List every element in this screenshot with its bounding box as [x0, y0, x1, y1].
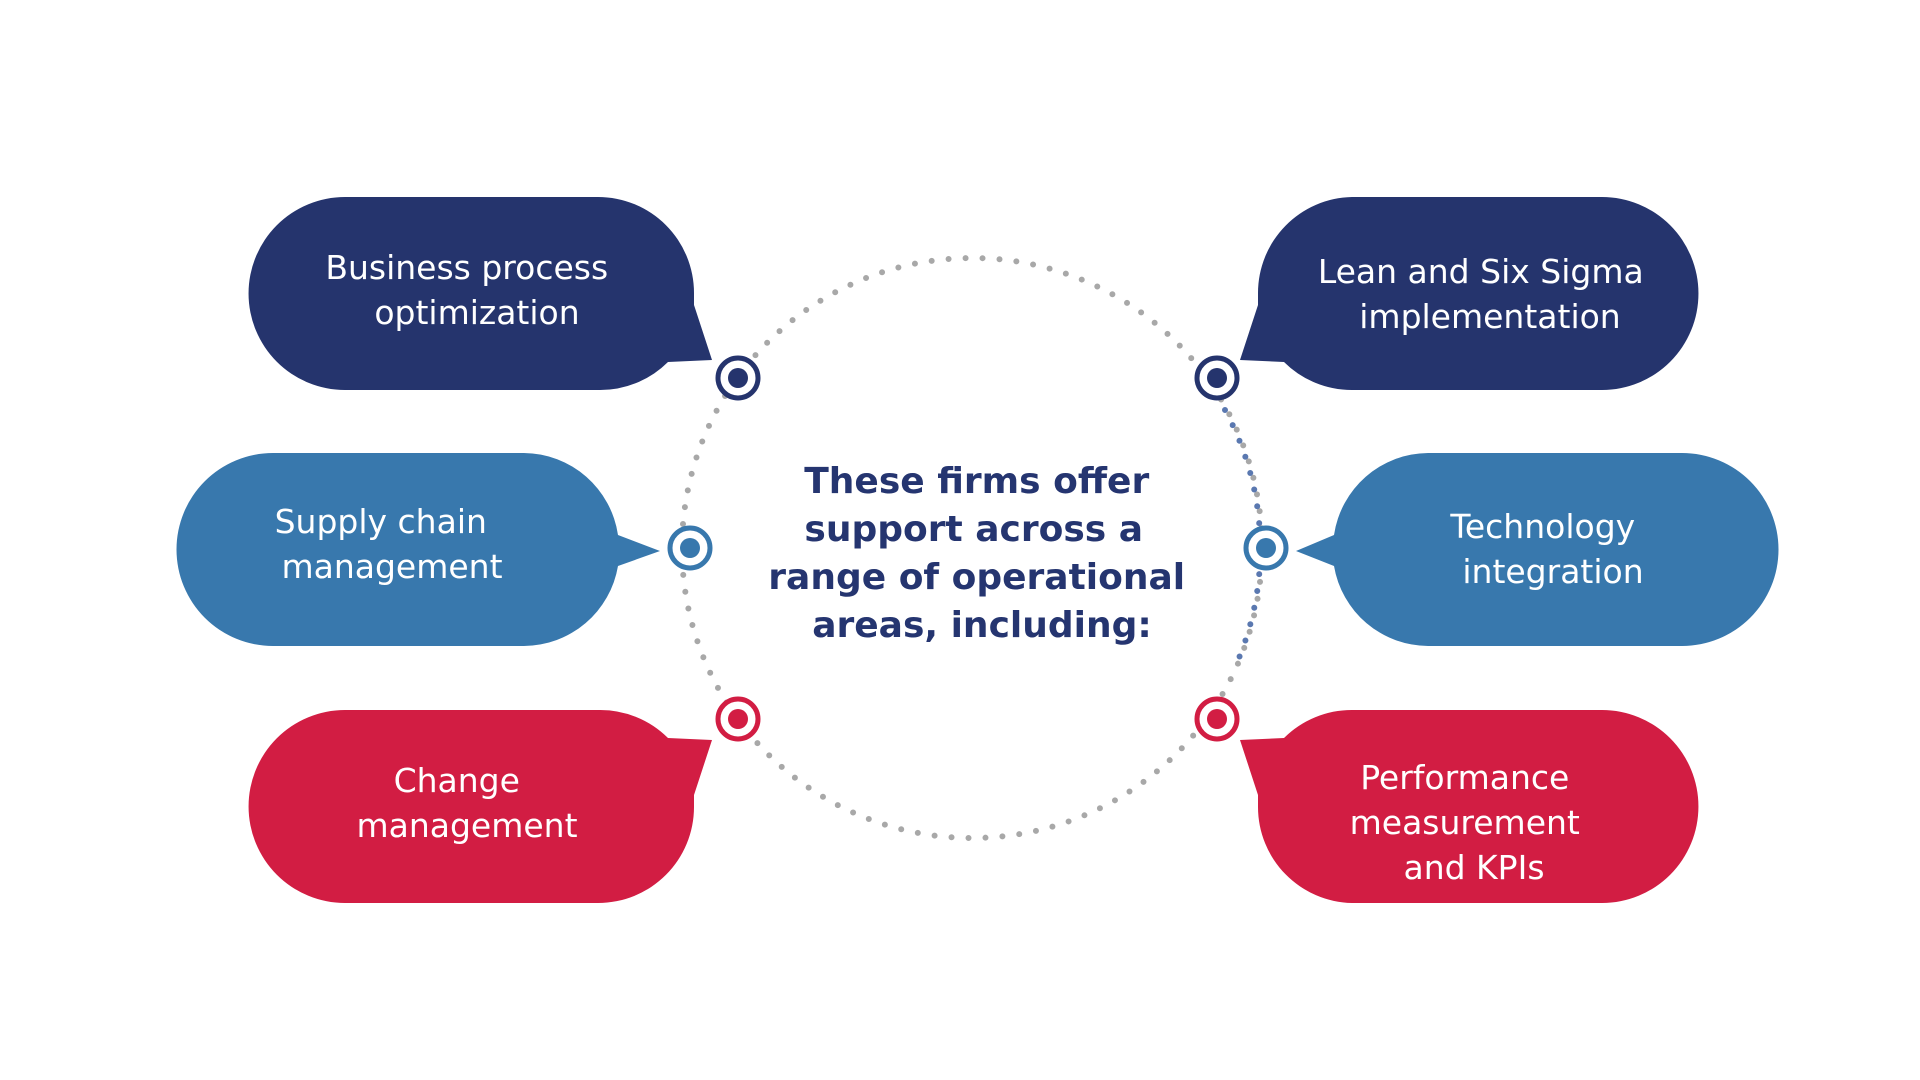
bubble-line: and KPIs: [1403, 848, 1544, 887]
bubble-line: optimization: [374, 293, 579, 332]
target-icon: [1194, 696, 1240, 742]
bubble-shape: [248, 197, 712, 391]
bubble-text: Technology integration: [1449, 507, 1645, 591]
center-line: range of operational: [768, 557, 1185, 598]
target-icon: [715, 696, 761, 742]
bubble-technology-integration: Technology integration: [1296, 453, 1779, 646]
bubble-change-management: Change management: [248, 709, 712, 903]
bubble-shape: [176, 453, 660, 646]
bubble-text: Business process optimization: [325, 248, 618, 332]
bubble-text: Change management: [356, 761, 577, 845]
bubble-performance-measurement: Performance measurement and KPIs: [1240, 709, 1699, 903]
bubble-shape: [1296, 453, 1779, 646]
target-icon: [1243, 525, 1289, 571]
bubble-line: Performance: [1360, 758, 1569, 797]
center-line: These firms offer: [804, 461, 1149, 502]
dotted-arc-accent: [1222, 407, 1264, 668]
bubble-line: Lean and Six Sigma: [1318, 252, 1644, 291]
bubble-text: Performance measurement and KPIs: [1350, 758, 1591, 887]
bubble-supply-chain-management: Supply chain management: [176, 453, 660, 646]
target-icon: [1194, 355, 1240, 401]
target-icon: [715, 355, 761, 401]
center-caption: These firms offer support across a range…: [768, 461, 1197, 646]
bubble-lean-six-sigma: Lean and Six Sigma implementation: [1240, 197, 1699, 391]
target-icon: [667, 525, 713, 571]
bubble-shape: [1240, 709, 1699, 903]
bubble-line: implementation: [1359, 297, 1620, 336]
bubble-line: Supply chain: [275, 502, 487, 541]
bubble-line: Change: [394, 761, 520, 800]
bubble-shape: [248, 709, 712, 903]
bubble-line: management: [356, 806, 577, 845]
bubble-text: Supply chain management: [275, 502, 503, 586]
center-line: support across a: [804, 509, 1143, 550]
bubble-line: measurement: [1350, 803, 1580, 842]
bubble-line: integration: [1462, 552, 1643, 591]
bubble-text: Lean and Six Sigma implementation: [1318, 252, 1654, 336]
bubble-line: Technology: [1449, 507, 1635, 546]
bubble-business-process-optimization: Business process optimization: [248, 197, 712, 391]
bubble-line: Business process: [325, 248, 608, 287]
bubble-line: management: [281, 547, 502, 586]
center-line: areas, including:: [812, 605, 1152, 646]
bubble-shape: [1240, 197, 1699, 391]
